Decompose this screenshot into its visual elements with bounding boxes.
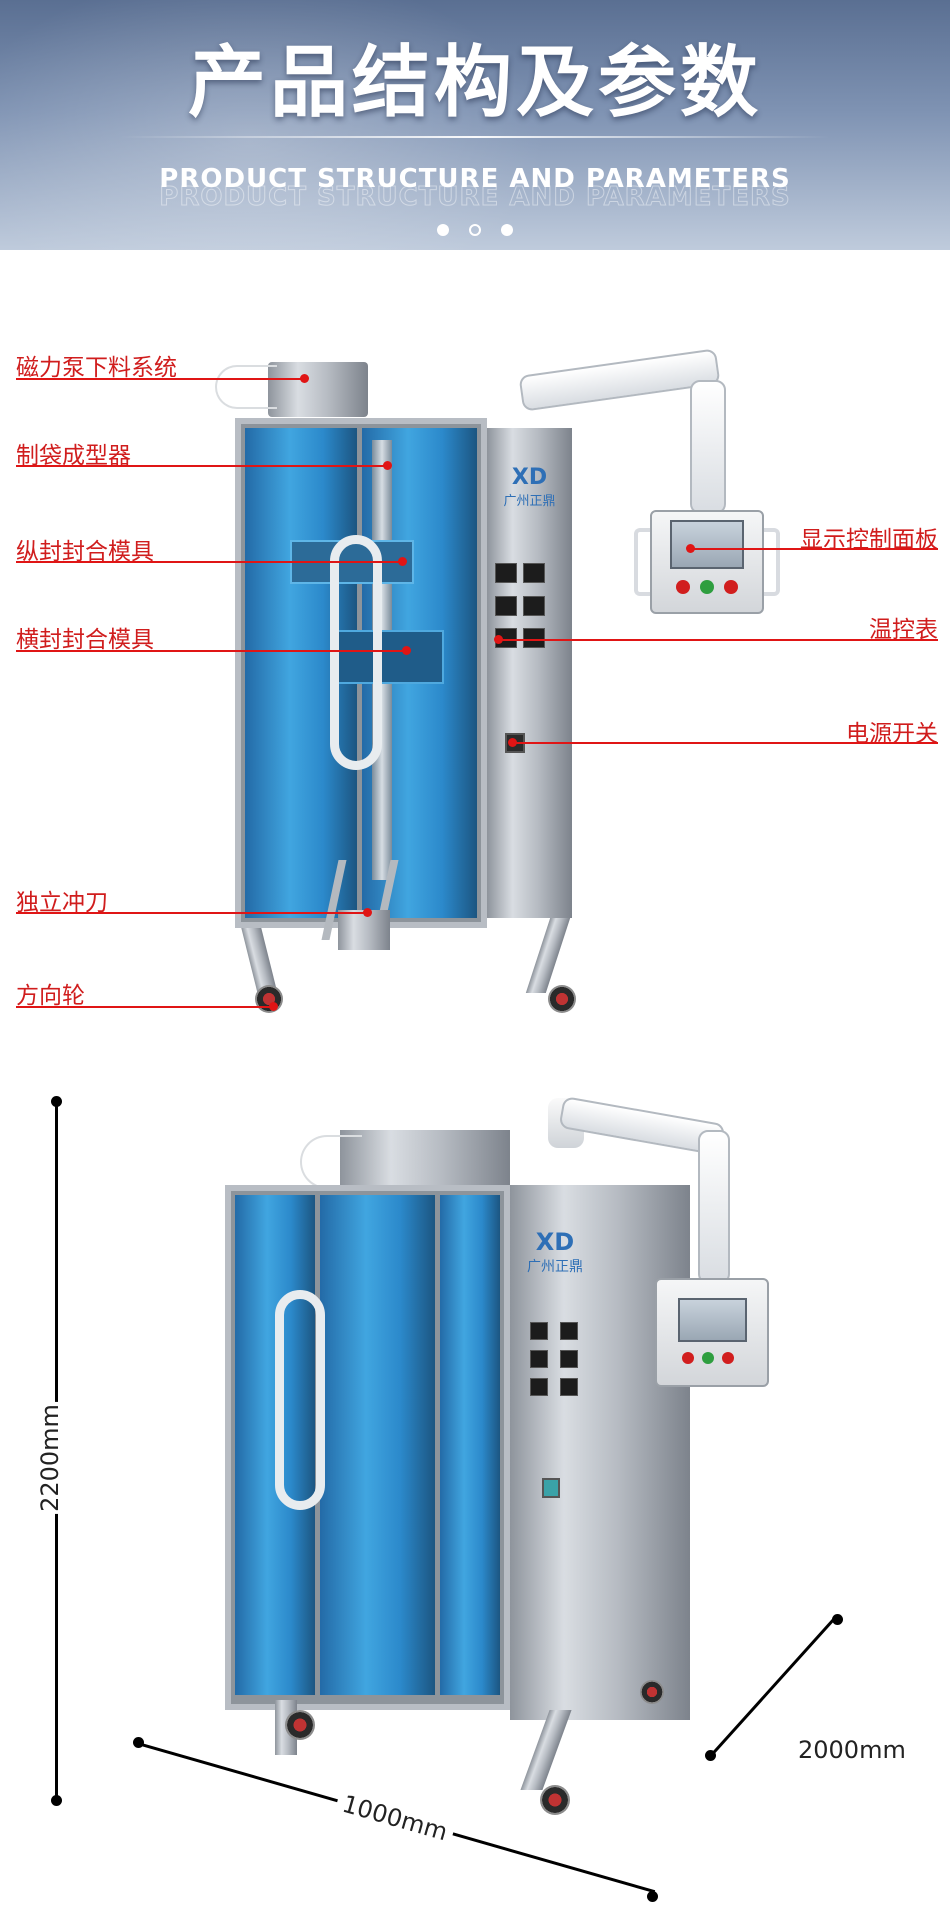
title-divider [120, 136, 830, 138]
glass-door-center [320, 1195, 435, 1695]
caster-wheel [640, 1680, 664, 1704]
dimension-endpoint [647, 1891, 658, 1902]
dimension-line-diagonal [710, 1616, 836, 1756]
leader-line [16, 378, 302, 380]
leader-point [398, 557, 407, 566]
leader-point [508, 738, 517, 747]
leader-line [16, 650, 405, 652]
brand-logo: XD 广州正鼎 [497, 465, 562, 509]
leader-point [363, 908, 372, 917]
leader-line [16, 1006, 272, 1008]
page-subtitle: PRODUCT STRUCTURE AND PARAMETERS [159, 164, 791, 194]
temperature-controller[interactable] [523, 596, 545, 616]
label-magnetic-pump-feeding: 磁力泵下料系统 [16, 355, 177, 381]
door-handle[interactable] [275, 1290, 325, 1510]
caster-wheel [540, 1785, 570, 1815]
label-independent-cutter: 独立冲刀 [16, 890, 108, 916]
dimension-endpoint [832, 1614, 843, 1625]
pager-dot [501, 224, 513, 236]
pager-dots [437, 224, 517, 238]
label-temperature-controller: 温控表 [869, 617, 938, 643]
leader-line [498, 639, 938, 641]
logo-mark: XD [511, 465, 548, 490]
label-vertical-seal-mold: 纵封封合模具 [16, 539, 154, 565]
tubing [215, 365, 277, 409]
label-bag-former: 制袋成型器 [16, 443, 131, 469]
pump-box [268, 362, 368, 417]
logo-mark: XD [535, 1228, 575, 1256]
temperature-controller[interactable] [495, 596, 517, 616]
cutter-unit [338, 910, 390, 950]
temperature-controller[interactable] [523, 628, 545, 648]
temperature-controller[interactable] [530, 1350, 548, 1368]
dimension-endpoint [51, 1795, 62, 1806]
leader-point [686, 544, 695, 553]
touch-screen[interactable] [678, 1298, 747, 1342]
temperature-controller[interactable] [495, 563, 517, 583]
brand-logo: XD 广州正鼎 [520, 1228, 590, 1276]
control-cabinet [487, 428, 572, 918]
emergency-stop-button[interactable] [722, 1352, 734, 1364]
temperature-controller[interactable] [530, 1322, 548, 1340]
dimension-endpoint [705, 1750, 716, 1761]
dimension-width-label: 1000mm [332, 1786, 457, 1850]
leader-line [16, 912, 366, 914]
logo-name: 广州正鼎 [527, 1259, 583, 1275]
stop-button[interactable] [682, 1352, 694, 1364]
panel-handle-left [634, 528, 650, 596]
panel-handle-right [764, 528, 780, 596]
leader-line [16, 561, 401, 563]
pager-dot [437, 224, 449, 236]
tubing [300, 1135, 362, 1189]
pump-box [340, 1130, 510, 1190]
base-leg-right [525, 918, 571, 993]
subtitle-reflection: PRODUCT STRUCTURE AND PARAMETERS [159, 182, 791, 213]
door-handle[interactable] [330, 535, 382, 770]
start-button[interactable] [700, 580, 714, 594]
label-caster-wheel: 方向轮 [16, 983, 85, 1009]
logo-name: 广州正鼎 [503, 494, 556, 509]
page-title: 产品结构及参数 [187, 38, 762, 128]
horizontal-seal-block [330, 630, 444, 684]
stop-button[interactable] [676, 580, 690, 594]
leader-point [269, 1002, 278, 1011]
dimension-depth-label: 2000mm [798, 1736, 906, 1764]
leader-line [512, 742, 938, 744]
label-horizontal-seal-mold: 横封封合模具 [16, 627, 154, 653]
emergency-stop-button[interactable] [724, 580, 738, 594]
header-banner: 产品结构及参数 PRODUCT STRUCTURE AND PARAMETERS… [0, 0, 950, 250]
caster-wheel [285, 1710, 315, 1740]
pager-dot-active [469, 224, 481, 236]
leader-point [383, 461, 392, 470]
control-arm-vertical [698, 1130, 730, 1284]
base-leg-right [520, 1710, 572, 1790]
leader-point [402, 646, 411, 655]
dimension-height-label: 2200mm [31, 1402, 68, 1514]
leader-point [494, 635, 503, 644]
control-arm-vertical [690, 380, 726, 514]
temperature-controller[interactable] [530, 1378, 548, 1396]
temperature-controller[interactable] [560, 1378, 578, 1396]
leader-point [300, 374, 309, 383]
caster-wheel [548, 985, 576, 1013]
control-cabinet [510, 1185, 690, 1720]
touch-screen[interactable] [670, 520, 744, 569]
temperature-controller[interactable] [523, 563, 545, 583]
leader-line [690, 548, 938, 550]
temperature-controller[interactable] [560, 1350, 578, 1368]
start-button[interactable] [702, 1352, 714, 1364]
temperature-controller[interactable] [560, 1322, 578, 1340]
glass-door-right [440, 1195, 500, 1695]
power-switch[interactable] [542, 1478, 560, 1498]
leader-line [16, 465, 386, 467]
